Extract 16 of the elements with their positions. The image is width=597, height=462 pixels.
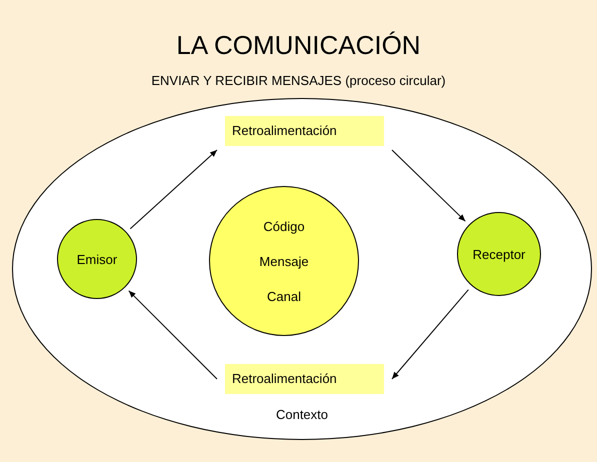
feedback-box [225,116,384,146]
arrow [392,150,466,222]
context-label: Contexto [274,407,330,422]
subtitle: ENVIAR Y RECIBIR MENSAJES (proceso circular) [150,73,447,88]
node-label: Canal [267,288,301,304]
node-label: Receptor [472,246,526,262]
arrow [392,289,469,380]
feedback-label: Retroalimentación [232,123,337,138]
node-label: Emisor [76,252,118,266]
node-label: Mensaje [259,254,309,268]
arrow [130,150,218,230]
feedback-label: Retroalimentación [232,371,337,386]
node-label: Código [263,218,305,234]
diagram-title: LA COMUNICACIÓN [175,30,422,61]
arrow [128,290,218,380]
feedback-box [225,364,384,394]
